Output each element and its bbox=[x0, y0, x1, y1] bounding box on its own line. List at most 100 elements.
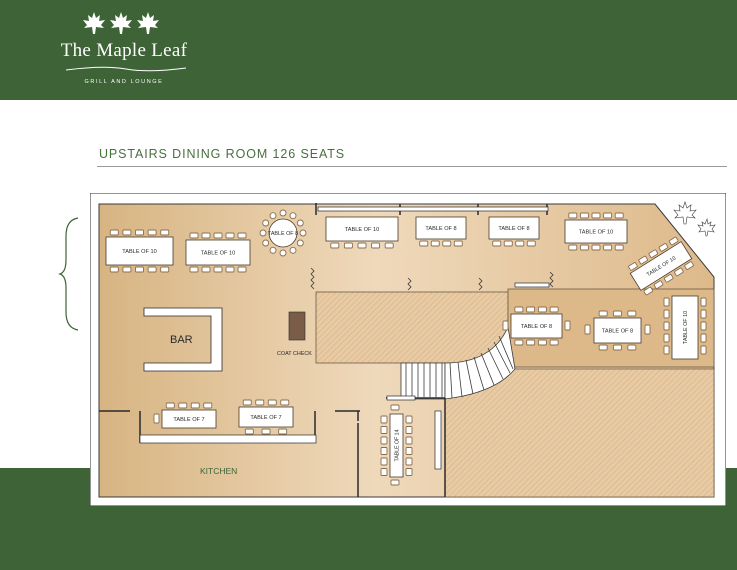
chair bbox=[663, 333, 670, 343]
chair bbox=[390, 479, 400, 486]
chair bbox=[591, 244, 601, 251]
chair bbox=[380, 426, 388, 434]
chair bbox=[564, 320, 571, 331]
partition-squiggles bbox=[310, 267, 554, 291]
chair bbox=[537, 306, 547, 313]
chair bbox=[390, 404, 400, 411]
chair bbox=[165, 402, 175, 409]
table-t-7-a: TABLE OF 7 bbox=[153, 402, 217, 429]
chair bbox=[405, 436, 413, 445]
chair bbox=[357, 242, 367, 249]
chair bbox=[568, 244, 578, 251]
table-t-8-c: TABLE OF 8 bbox=[502, 306, 571, 346]
table-label: TABLE OF 10 bbox=[345, 227, 379, 233]
table-top bbox=[564, 219, 628, 244]
chair bbox=[628, 262, 638, 271]
chair bbox=[299, 229, 307, 237]
chair bbox=[579, 212, 589, 219]
chair bbox=[190, 402, 200, 409]
chair bbox=[613, 344, 622, 351]
table-t-7-b: TABLE OF 7 bbox=[238, 399, 294, 435]
maple-leaf-icon bbox=[83, 12, 159, 34]
chair bbox=[598, 310, 608, 317]
table-top bbox=[161, 409, 217, 429]
brand-tagline: GRILL AND LOUNGE bbox=[84, 79, 164, 85]
table-t-8-b: TABLE OF 8 bbox=[488, 216, 540, 247]
page-heading: UPSTAIRS DINING ROOM 126 SEATS bbox=[99, 147, 346, 161]
chair bbox=[203, 402, 213, 409]
table-label: TABLE OF 8 bbox=[521, 324, 552, 330]
chair bbox=[405, 468, 413, 476]
chair bbox=[135, 229, 144, 236]
chair bbox=[663, 345, 670, 355]
chair bbox=[514, 306, 524, 313]
table-top bbox=[268, 218, 298, 248]
table-top bbox=[185, 239, 251, 266]
table-t-14: TABLE OF 14 bbox=[380, 404, 413, 486]
chair bbox=[568, 212, 578, 219]
chair bbox=[614, 244, 624, 251]
chair bbox=[663, 297, 670, 307]
table-top bbox=[415, 216, 467, 240]
chair bbox=[684, 261, 694, 270]
chair bbox=[255, 399, 265, 406]
chair bbox=[109, 266, 119, 273]
chair bbox=[591, 212, 601, 219]
chair bbox=[663, 321, 670, 331]
chair bbox=[502, 320, 509, 331]
table-label: TABLE OF 8 bbox=[602, 329, 633, 335]
table-label: TABLE OF 8 bbox=[425, 226, 456, 232]
chair bbox=[269, 212, 277, 220]
coat-check-cabinet bbox=[288, 311, 306, 341]
table-t-10-f: TABLE OF 10 bbox=[663, 295, 707, 360]
chair bbox=[405, 426, 413, 434]
chair bbox=[261, 428, 271, 435]
logo-swash bbox=[65, 66, 187, 72]
chair bbox=[371, 242, 381, 249]
chair bbox=[627, 344, 637, 351]
table-label: TABLE OF 10 bbox=[579, 230, 613, 236]
chair bbox=[668, 236, 679, 246]
chair bbox=[453, 240, 463, 247]
chair bbox=[638, 255, 648, 265]
chair bbox=[160, 229, 170, 236]
bar-label: BAR bbox=[170, 334, 193, 346]
chair bbox=[147, 266, 157, 273]
chair bbox=[537, 339, 547, 346]
chair bbox=[244, 428, 254, 435]
table-top bbox=[389, 413, 404, 478]
table-label: TABLE OF 8 bbox=[498, 226, 529, 232]
chair bbox=[262, 219, 270, 227]
chair bbox=[330, 242, 340, 249]
coat-check-label: COAT CHECK bbox=[277, 351, 312, 357]
bar-counter bbox=[143, 307, 223, 372]
table-label: TABLE OF 10 bbox=[683, 311, 689, 344]
chair bbox=[653, 280, 664, 289]
chair bbox=[153, 413, 160, 424]
chair bbox=[549, 339, 559, 346]
chair bbox=[700, 345, 707, 355]
chair bbox=[213, 266, 223, 273]
chair bbox=[225, 266, 235, 273]
chair bbox=[700, 333, 707, 343]
table-top bbox=[510, 313, 563, 339]
chair bbox=[178, 402, 188, 409]
header-band bbox=[0, 0, 737, 100]
chair bbox=[380, 468, 388, 476]
chair bbox=[700, 309, 707, 319]
stairwell-void bbox=[315, 291, 509, 364]
chair bbox=[279, 249, 287, 257]
chair bbox=[237, 266, 247, 273]
chair bbox=[644, 324, 651, 335]
tables-layer: TABLE OF 10 TABLE OF 10 TABLE OF 8 TABLE OF… bbox=[105, 209, 707, 486]
chair bbox=[663, 273, 674, 283]
table-label: TABLE OF 14 bbox=[395, 429, 401, 461]
table-top bbox=[325, 216, 399, 242]
chair bbox=[430, 240, 440, 247]
chair bbox=[213, 232, 223, 239]
chair bbox=[343, 242, 353, 249]
table-t-10-b: TABLE OF 10 bbox=[185, 232, 251, 273]
table-label: TABLE OF 10 bbox=[201, 251, 235, 257]
chair bbox=[267, 399, 277, 406]
